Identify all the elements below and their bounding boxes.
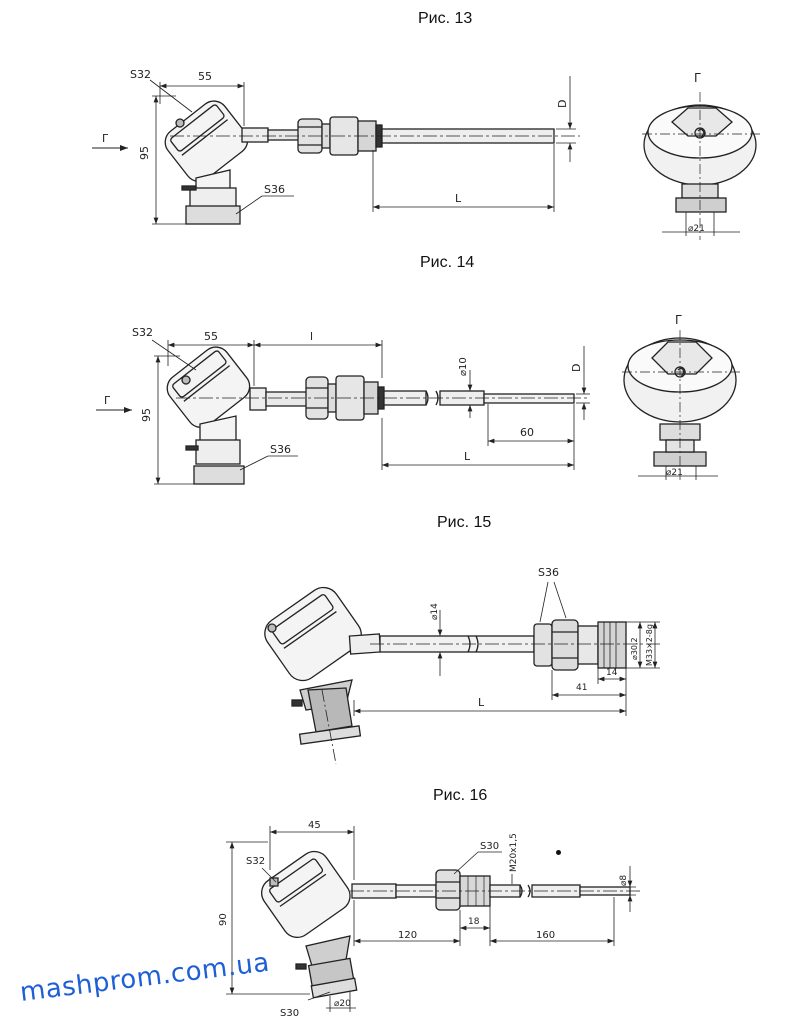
fig16-dim-160: 160: [536, 930, 555, 941]
figure-15-labels: S36 ⌀14 L 41 14 ⌀30,2 M33×2-8g: [430, 566, 654, 709]
figure-14-labels: S32 55 l 95 Г S36 ⌀10 60 L D Г ⌀21: [104, 313, 683, 478]
fig14-dim-tube-dia: ⌀10: [458, 357, 469, 376]
fig13-dim-hex: ⌀21: [688, 224, 705, 234]
figure-16-drawing: [226, 826, 640, 1012]
fig16-label-s30-top: S30: [480, 841, 499, 852]
figure-14-title: Рис. 14: [420, 254, 475, 271]
fig15-label-s36: S36: [538, 566, 559, 579]
fig16-dim-base-dia: ⌀20: [334, 999, 351, 1009]
fig13-dim-diameter: D: [556, 100, 569, 108]
fig14-dim-hex: ⌀21: [666, 468, 683, 478]
figure-14-drawing: [96, 330, 740, 485]
fig15-dim-tube-dia: ⌀14: [430, 603, 440, 620]
fig14-dim-length: L: [464, 450, 471, 463]
fig13-label-s32: S32: [130, 68, 151, 81]
fig14-dim-short-length: l: [310, 330, 313, 343]
figure-13-title: Рис. 13: [418, 10, 473, 27]
fig16-label-s30-bottom: S30: [280, 1008, 299, 1019]
fig15-dim-30: ⌀30,2: [630, 637, 639, 660]
fig14-dim-diameter: D: [570, 364, 583, 372]
figure-15-drawing: [264, 581, 660, 765]
fig16-label-s32: S32: [246, 856, 265, 867]
stray-dot-mark: [556, 850, 561, 855]
fig14-view-label: Г: [675, 313, 682, 327]
fig16-dim-120: 120: [398, 930, 417, 941]
fig15-dim-thread: M33×2-8g: [645, 624, 654, 666]
fig16-dim-thread: M20x1,5: [509, 833, 519, 872]
fig14-dim-tip-length: 60: [520, 426, 534, 439]
fig16-dim-width: 45: [308, 820, 321, 831]
fig13-dim-width: 55: [198, 70, 212, 83]
figure-16-title: Рис. 16: [433, 787, 488, 804]
fig13-dim-height: 95: [138, 146, 151, 160]
fig14-label-s36: S36: [270, 443, 291, 456]
fig13-view-arrow-label: Г: [102, 132, 109, 145]
fig14-dim-height: 95: [140, 408, 153, 422]
fig13-dim-length: L: [455, 192, 462, 205]
fig15-dim-length: L: [478, 696, 485, 709]
fig14-dim-width: 55: [204, 330, 218, 343]
fig14-label-s32: S32: [132, 326, 153, 339]
fig14-view-arrow-label: Г: [104, 394, 111, 407]
fig16-dim-height: 90: [218, 913, 229, 926]
fig13-view-label: Г: [694, 71, 701, 85]
figure-16-labels: S32 45 90 S30 M20x1,5 ⌀8 120 18 160 ⌀20 …: [218, 820, 629, 1019]
fig16-dim-18: 18: [468, 917, 480, 927]
fig13-label-s36: S36: [264, 183, 285, 196]
fig15-dim-14: 14: [606, 668, 618, 678]
fig16-dim-tip-dia: ⌀8: [619, 875, 629, 886]
fig15-dim-41: 41: [576, 683, 587, 693]
figure-13-drawing: [92, 76, 760, 240]
figure-15-title: Рис. 15: [437, 514, 492, 531]
figure-13-labels: S32 55 95 Г S36 L D Г ⌀21: [102, 68, 705, 234]
